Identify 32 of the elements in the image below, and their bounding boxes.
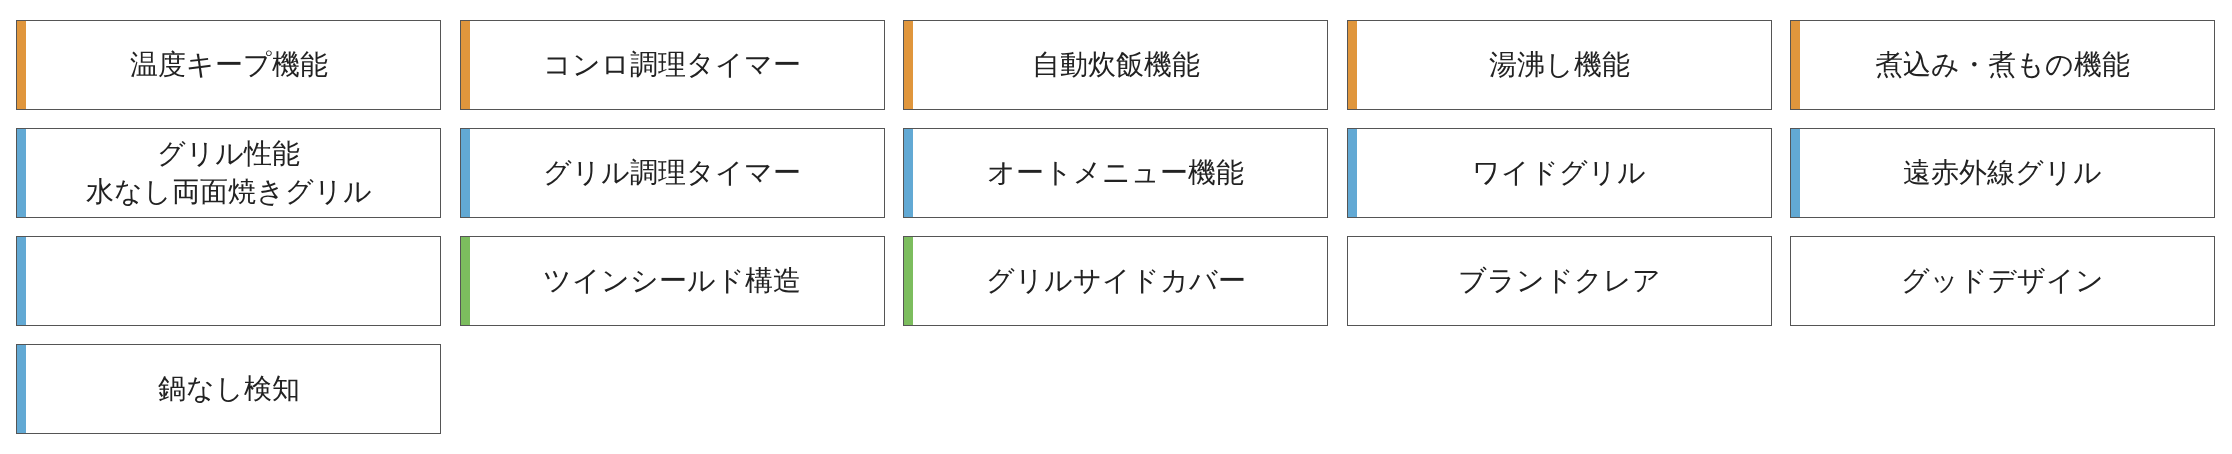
- feature-box: [1790, 128, 2215, 218]
- feature-box: [16, 344, 441, 434]
- feature-box: [459, 236, 885, 326]
- feature-box: [903, 128, 1328, 218]
- feature-box: [459, 20, 885, 110]
- feature-box: [903, 20, 1328, 110]
- feature-box: [1790, 236, 2215, 326]
- feature-label: 鍋なし検知: [157, 371, 300, 408]
- feature-label: コンロ調理タイマー: [543, 47, 801, 84]
- feature-label: 湯沸し機能: [1488, 47, 1630, 84]
- feature-box: [1346, 20, 1772, 110]
- feature-label: 温度キープ機能: [129, 47, 328, 84]
- feature-label: グリルサイドカバー: [985, 263, 1246, 300]
- feature-label: 水なし両面焼きグリル: [85, 174, 372, 210]
- feature-label: ワイドグリル: [1472, 155, 1646, 192]
- feature-box: [903, 236, 1328, 326]
- feature-box: [1790, 20, 2215, 110]
- feature-label: グッドデザイン: [1901, 263, 2104, 300]
- feature-box: [16, 20, 441, 110]
- feature-box: [459, 128, 885, 218]
- feature-box: [16, 128, 441, 218]
- feature-label: グリル性能: [157, 136, 300, 173]
- feature-box: [16, 236, 441, 326]
- feature-label: ブランドクレア: [1457, 263, 1661, 300]
- feature-label: グリル調理タイマー: [543, 155, 801, 192]
- feature-label: 煮込み・煮もの機能: [1875, 47, 2130, 84]
- feature-label: 遠赤外線グリル: [1903, 155, 2102, 192]
- feature-label: オートメニュー機能: [987, 155, 1244, 192]
- feature-label: ツインシールド構造: [543, 263, 801, 300]
- feature-box: [1346, 128, 1772, 218]
- feature-label: 自動炊飯機能: [1031, 47, 1200, 84]
- feature-box: [1346, 236, 1772, 326]
